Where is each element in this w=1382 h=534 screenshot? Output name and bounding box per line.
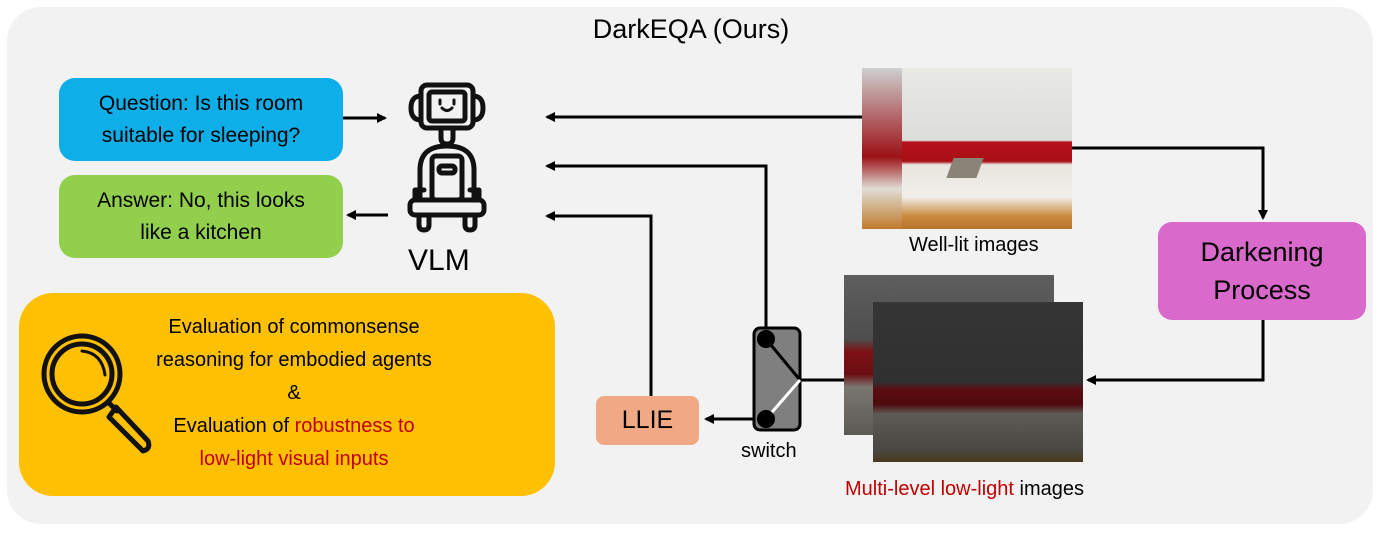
low-light-image-front [873,302,1083,462]
arrow-llie-to-vlm [545,211,653,396]
eval-line-4-black: Evaluation of [173,415,289,437]
question-box: Question: Is this room suitable for sleep… [59,78,343,161]
switch-icon [752,326,802,432]
question-line-2: suitable for sleeping? [101,123,301,147]
eval-line-3: & [287,382,301,404]
eval-line-4-red: robustness to [294,415,415,437]
magnifier-icon [41,333,152,454]
vlm-label: VLM [408,244,470,277]
well-lit-label: Well-lit images [909,234,1039,256]
arrow-darkening-to-lowlight [1086,320,1265,385]
llie-box: LLIE [596,396,699,445]
eval-line-2: reasoning for embodied agents [156,349,432,371]
well-lit-image [862,68,1072,229]
eval-line-1: Evaluation of commonsense [168,316,420,338]
arrow-switch-to-vlm [545,161,768,329]
evaluation-box: Evaluation of commonsense reasoning for … [19,293,555,496]
darkening-line-1: Darkening [1200,237,1324,267]
eval-line-5: low-light visual inputs [199,448,389,470]
answer-box: Answer: No, this looks like a kitchen [59,175,343,258]
darkening-line-2: Process [1213,275,1311,305]
answer-line-2: like a kitchen [140,220,262,244]
low-light-label-red: Multi-level low-light [845,478,1014,500]
diagram-title: DarkEQA (Ours) [592,14,790,44]
low-light-label-black: images [1019,478,1084,500]
low-light-label: Multi-level low-light images [845,478,1084,501]
eval-line-4: Evaluation of robustness to [144,410,444,443]
answer-line-1: Answer: No, this looks [97,188,305,212]
question-line-1: Question: Is this room [98,91,304,115]
arrow-welllit-to-darkening [1072,146,1268,220]
switch-label: switch [741,440,797,462]
